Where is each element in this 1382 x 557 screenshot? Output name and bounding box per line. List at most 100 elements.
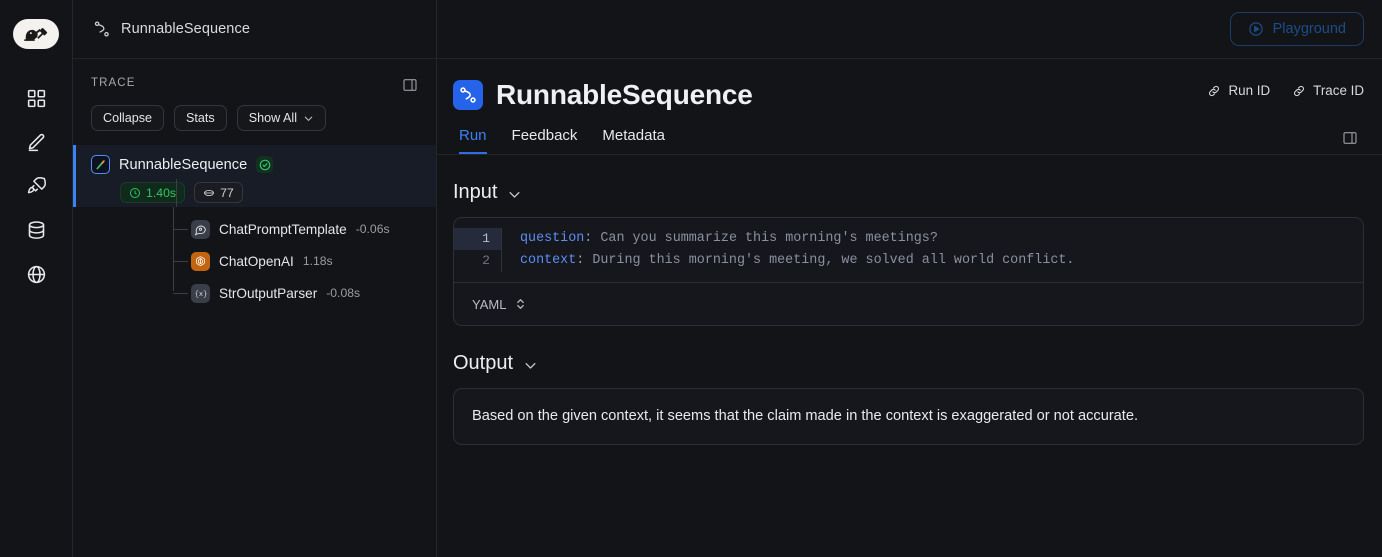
playground-button[interactable]: Playground [1229, 12, 1364, 46]
tree-node-label: StrOutputParser [219, 285, 318, 301]
yaml-colon: : [584, 231, 601, 246]
trace-section-label: TRACE [91, 77, 136, 89]
tab-run[interactable]: Run [459, 127, 487, 154]
input-section-label: Input [453, 181, 498, 203]
database-icon [26, 220, 47, 241]
tree-node-runnablesequence[interactable]: RunnableSequence 1.40s [73, 145, 436, 207]
show-all-dropdown[interactable]: Show All [236, 105, 327, 131]
tree-node-header: RunnableSequence [76, 155, 436, 174]
tree-connector-horizontal [173, 229, 188, 230]
grid-icon [26, 88, 47, 109]
code-line: question: Can you summarize this morning… [520, 228, 1074, 250]
tree-node-chatopenai[interactable]: ChatOpenAI 1.18s [73, 245, 436, 277]
prompt-template-icon [191, 219, 210, 239]
link-icon [1207, 84, 1221, 98]
show-all-label: Show All [248, 111, 298, 125]
pencil-icon [26, 132, 47, 153]
yaml-value: During this morning's meeting, we solved… [592, 253, 1075, 268]
left-icon-rail [0, 0, 73, 557]
trace-column: RunnableSequence TRACE Collapse Stats Sh… [73, 0, 437, 557]
tree-node-duration: -0.08s [326, 286, 361, 300]
tree-connector-stub [176, 179, 177, 207]
tree-node-label: RunnableSequence [119, 156, 248, 173]
output-section-label: Output [453, 352, 514, 374]
play-circle-icon [1248, 21, 1264, 37]
rail-item-list [0, 76, 72, 296]
run-id-label: Run ID [1228, 83, 1271, 98]
sidebar-item-datasets[interactable] [16, 208, 56, 252]
tab-bar-divider [437, 154, 1382, 155]
trace-toolbar: Collapse Stats Show All [73, 93, 436, 145]
duration-chip: 1.40s [120, 182, 186, 203]
panel-toggle-icon[interactable] [402, 77, 418, 93]
tree-node-duration: -0.06s [355, 222, 390, 236]
duration-value: 1.40s [146, 185, 177, 200]
run-content: Input 1 2 question: Can you summarize th… [437, 155, 1382, 446]
tree-node-chips: 1.40s 77 [76, 182, 436, 203]
trace-tree: RunnableSequence 1.40s [73, 145, 436, 315]
trace-header: TRACE [73, 59, 436, 93]
output-text: Based on the given context, it seems tha… [472, 408, 1139, 424]
page-title: RunnableSequence [496, 79, 753, 110]
langchain-parrot-wrench-logo-icon[interactable] [13, 19, 59, 49]
tree-connector-horizontal [173, 293, 188, 294]
chevron-down-icon[interactable] [507, 185, 522, 200]
tree-node-duration: 1.18s [302, 254, 333, 268]
sequence-icon [453, 80, 483, 110]
line-number-gutter: 1 2 [454, 228, 502, 272]
sequence-icon [93, 20, 111, 38]
tokens-chip: 77 [194, 182, 243, 203]
output-card: Based on the given context, it seems tha… [453, 388, 1364, 446]
tree-node-stroutputparser[interactable]: {x} StrOutputParser -0.08s [73, 277, 436, 309]
check-circle-icon [256, 156, 274, 173]
tree-node-chatprompttemplate[interactable]: ChatPromptTemplate -0.06s [73, 213, 436, 245]
language-label: YAML [472, 296, 507, 312]
stats-button-label: Stats [186, 111, 215, 125]
yaml-key: question [520, 231, 585, 246]
collapse-button[interactable]: Collapse [91, 105, 165, 131]
tree-connector-horizontal [173, 261, 188, 262]
trace-topbar: RunnableSequence [73, 0, 436, 59]
clock-icon [129, 187, 141, 199]
sidebar-item-deployments[interactable] [16, 164, 56, 208]
tokens-value: 77 [220, 185, 234, 200]
code-lines[interactable]: question: Can you summarize this morning… [502, 228, 1074, 272]
yaml-colon: : [576, 253, 593, 268]
chevron-down-icon [303, 113, 314, 124]
tab-metadata[interactable]: Metadata [602, 127, 665, 144]
main-header: RunnableSequence Run ID [437, 59, 1382, 154]
tree-node-label: ChatPromptTemplate [219, 221, 347, 237]
parser-braces-icon: {x} [191, 283, 210, 303]
chevron-down-icon[interactable] [523, 356, 538, 371]
chevron-up-down-icon[interactable] [515, 297, 526, 311]
tree-node-label: ChatOpenAI [219, 253, 294, 269]
collapse-button-label: Collapse [103, 111, 153, 125]
stats-button[interactable]: Stats [174, 105, 227, 131]
tree-connector-vertical [173, 207, 174, 291]
breadcrumb-title: RunnableSequence [121, 21, 250, 37]
tab-feedback[interactable]: Feedback [511, 127, 578, 144]
rocket-icon [26, 176, 47, 197]
code-body: 1 2 question: Can you summarize this mor… [454, 218, 1363, 282]
run-id-link[interactable]: Run ID [1207, 83, 1270, 98]
tree-children: ChatPromptTemplate -0.06s ChatOpenAI 1.1… [73, 207, 436, 309]
main-panel: Playground RunnableSequence [437, 0, 1382, 557]
token-icon [203, 187, 215, 199]
sidebar-item-dashboard[interactable] [16, 76, 56, 120]
code-footer: YAML [454, 282, 1363, 325]
line-number: 2 [482, 253, 490, 268]
page-title-row: RunnableSequence [453, 79, 1364, 111]
sidebar-item-annotate[interactable] [16, 120, 56, 164]
output-section-header: Output [453, 352, 1364, 375]
code-line: context: During this morning's meeting, … [520, 250, 1074, 272]
openai-icon [191, 251, 210, 271]
playground-label: Playground [1272, 21, 1346, 37]
trace-id-label: Trace ID [1313, 83, 1364, 98]
panel-toggle-icon[interactable] [1342, 130, 1358, 146]
langchain-node-icon [91, 155, 110, 174]
trace-id-link[interactable]: Trace ID [1292, 83, 1364, 98]
sidebar-item-public[interactable] [16, 252, 56, 296]
id-links: Run ID Trace ID [1207, 83, 1364, 98]
tab-bar: Run Feedback Metadata [453, 127, 1364, 154]
